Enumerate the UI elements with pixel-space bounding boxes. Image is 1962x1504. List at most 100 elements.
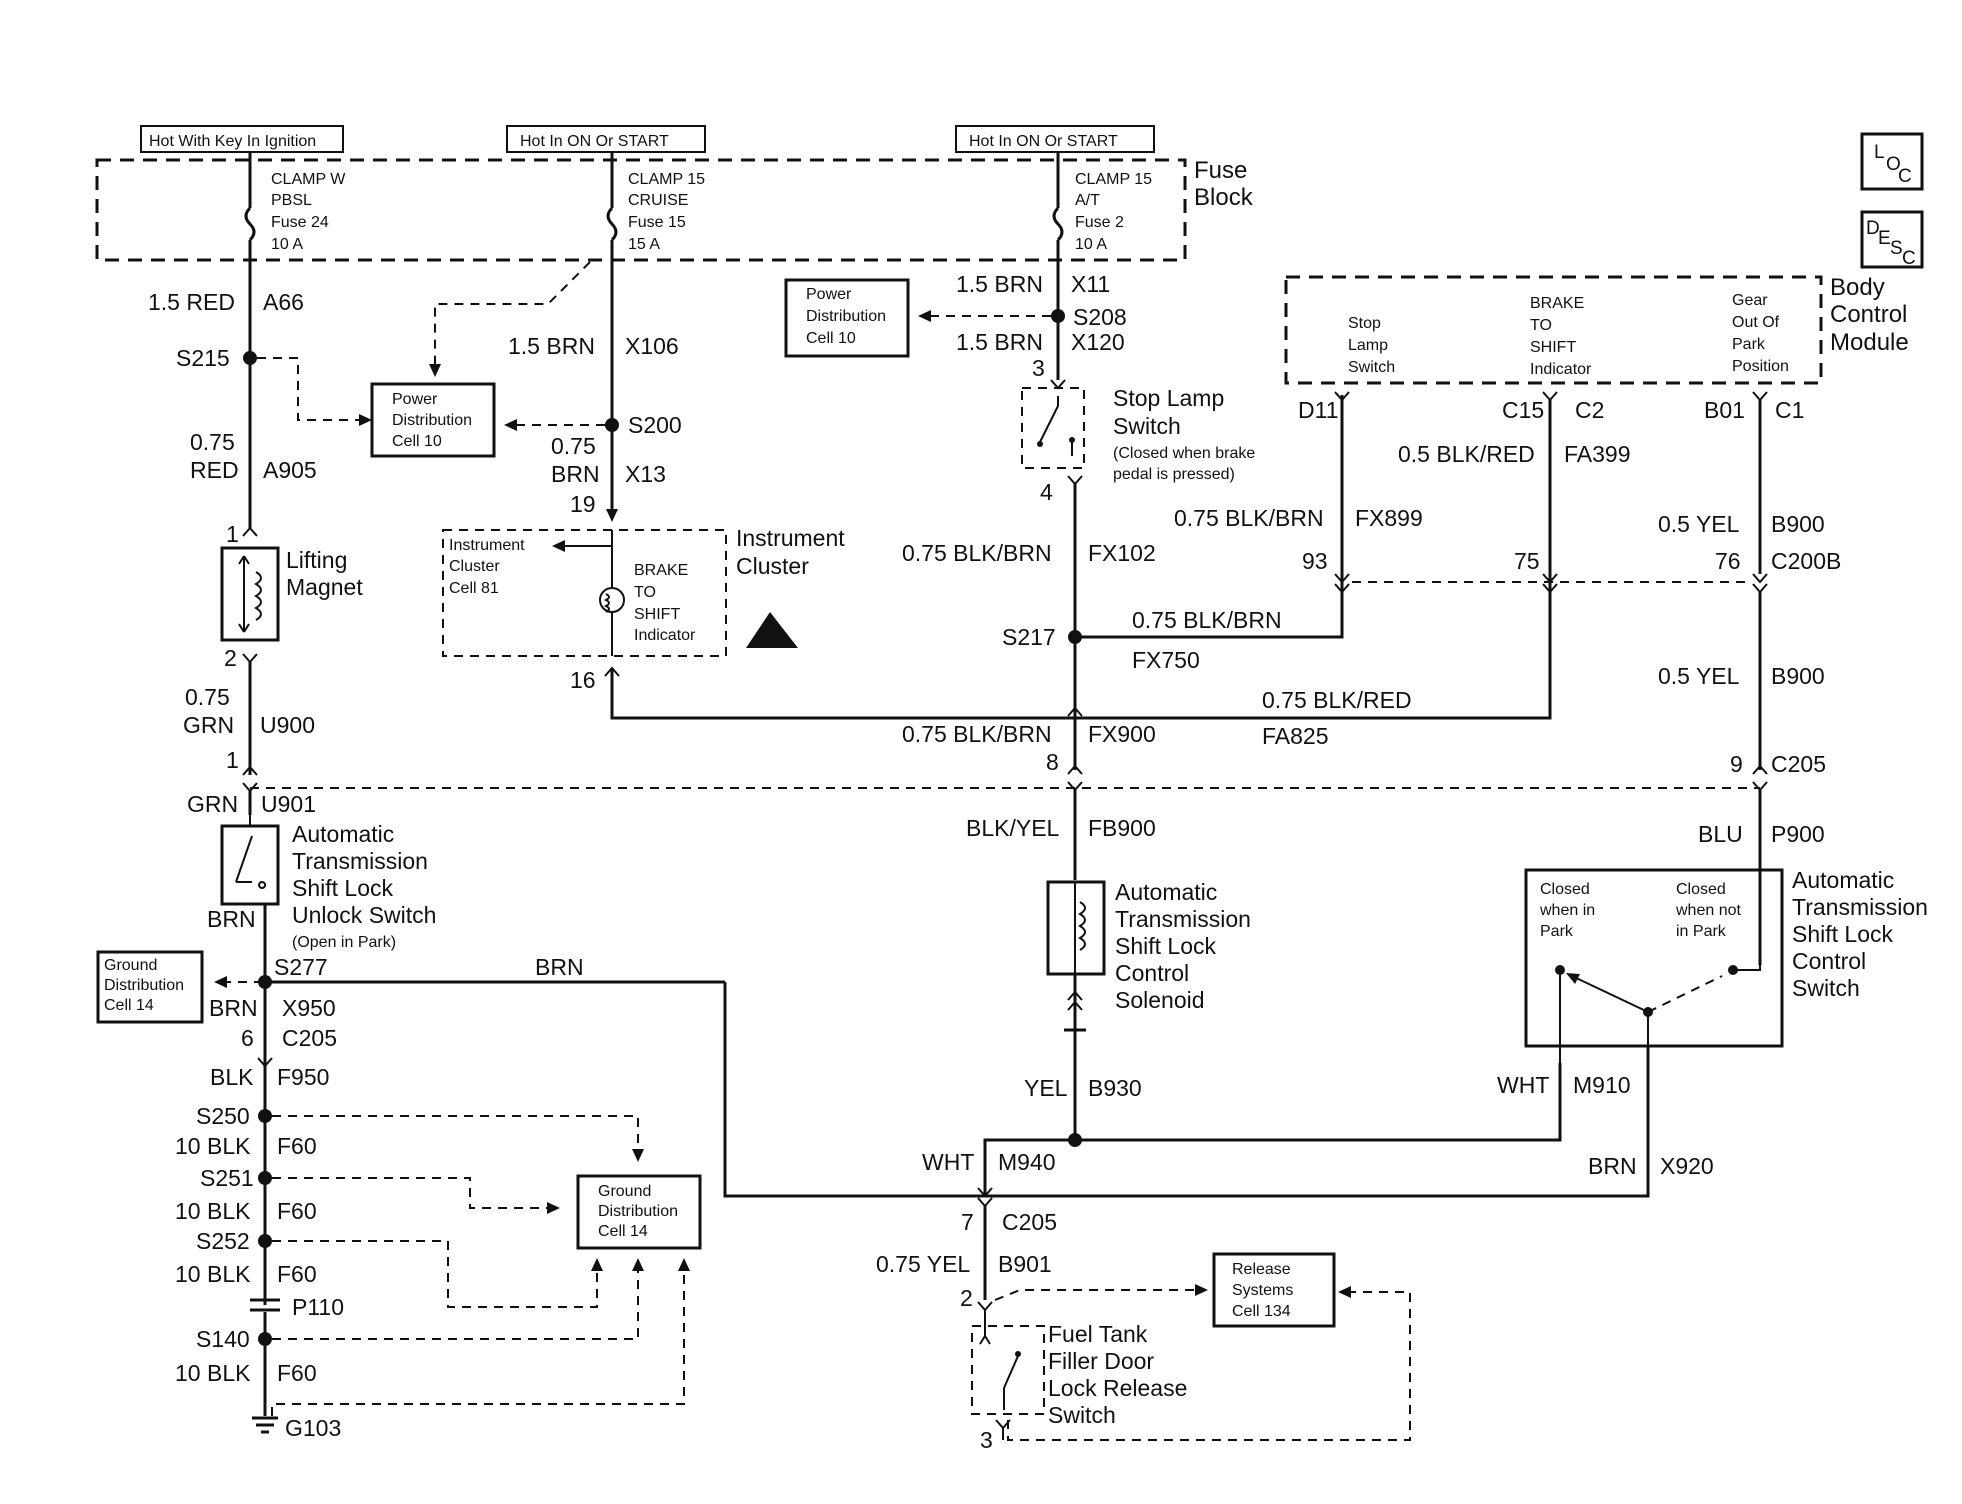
closed-park-1: Closed	[1540, 881, 1590, 898]
a66-circuit: A66	[263, 289, 304, 315]
lifting-magnet-pin-2: 2	[224, 645, 237, 671]
fuse-2-clamp: CLAMP 15	[1075, 171, 1152, 188]
solenoid-label-5: Solenoid	[1115, 987, 1205, 1013]
x106-color: 1.5 BRN	[508, 333, 595, 359]
power-dist-box-1[interactable]: Power Distribution Cell 10	[370, 382, 496, 458]
svg-text:Ground: Ground	[598, 1183, 651, 1200]
m910-color: WHT	[1497, 1072, 1549, 1098]
brake-indicator-4: Indicator	[634, 627, 696, 644]
a66-wire-color: 1.5 RED	[148, 289, 235, 315]
m940-color: WHT	[922, 1149, 974, 1175]
b900-color-2: 0.5 YEL	[1658, 663, 1740, 689]
bcm-pin-c2: C2	[1575, 397, 1604, 423]
bcm-in-gear-3: Park	[1732, 336, 1766, 353]
lifting-magnet-label-1: Lifting	[286, 547, 347, 573]
bcm-pin-c1: C1	[1775, 397, 1804, 423]
bcm-wires: 0.75 BLK/BRN FX899 93 0.5 BLK/RED FA399 …	[1174, 400, 1841, 965]
svg-text:Systems: Systems	[1232, 1282, 1293, 1299]
fuel-door-switch-outline	[971, 1325, 1045, 1415]
c205-bottom-label: C205	[1002, 1209, 1057, 1235]
release-systems-box[interactable]: Release Systems Cell 134	[1212, 1252, 1336, 1328]
fuse-2-name: Fuse 2	[1075, 214, 1124, 231]
fuse-15-rating: 15 A	[628, 236, 660, 253]
splice-s251	[258, 1171, 272, 1185]
a905-color: RED	[190, 457, 239, 483]
instrument-cell-3: Cell 81	[449, 580, 499, 597]
x106-circuit: X106	[625, 333, 679, 359]
x920-color: BRN	[1588, 1153, 1637, 1179]
svg-text:Distribution: Distribution	[598, 1203, 678, 1220]
p900-circuit: P900	[1771, 821, 1825, 847]
svg-text:C: C	[1898, 166, 1912, 187]
ground-dist-box-1[interactable]: Ground Distribution Cell 14	[96, 950, 204, 1024]
control-switch-label-4: Control	[1792, 948, 1866, 974]
brake-indicator-1: BRAKE	[634, 562, 688, 579]
c205-left-label: C205	[282, 1025, 337, 1051]
solenoid-label-3: Shift Lock	[1115, 933, 1216, 959]
stop-lamp-note-2: pedal is pressed)	[1113, 466, 1235, 483]
stop-lamp-circuit: 1.5 BRN X11 S208 1.5 BRN X120 3 Stop Lam…	[902, 240, 1412, 1147]
u900-size: 0.75	[185, 684, 230, 710]
fuse-block-label-2: Block	[1194, 184, 1254, 211]
bcm-in-brake-3: SHIFT	[1530, 339, 1576, 356]
svg-text:Power: Power	[392, 391, 438, 408]
header-on-start-2: Hot In ON Or START	[969, 133, 1118, 150]
fb900-color: BLK/YEL	[966, 815, 1060, 841]
brake-indicator-3: SHIFT	[634, 606, 680, 623]
svg-text:Ground: Ground	[104, 957, 157, 974]
bcm-in-stop-1: Stop	[1348, 315, 1381, 332]
fa399-color: 0.5 BLK/RED	[1398, 441, 1535, 467]
fuse-24-clamp: CLAMP W	[271, 171, 346, 188]
ground-dist-box-2[interactable]: Ground Distribution Cell 14	[576, 1174, 702, 1250]
stop-lamp-switch-outline	[1021, 387, 1085, 469]
b901-circuit: B901	[998, 1251, 1052, 1277]
svg-text:S: S	[1890, 238, 1903, 259]
splice-s250	[258, 1109, 272, 1123]
p110-connector-icon	[250, 1298, 280, 1312]
fx899-color: 0.75 BLK/BRN	[1174, 505, 1324, 531]
x120-color: 1.5 BRN	[956, 329, 1043, 355]
g103-label: G103	[285, 1415, 341, 1441]
x950-color: BRN	[209, 995, 258, 1021]
f60-circuit-4: F60	[277, 1360, 317, 1386]
f60-circuit-1: F60	[277, 1133, 317, 1159]
unlock-switch-label-4: Unlock Switch	[292, 902, 436, 928]
fuel-door-switch-icon	[1003, 1355, 1019, 1410]
switch-contact-icon	[235, 815, 267, 889]
fuel-door-switch: Fuel Tank Filler Door Lock Release Switc…	[971, 1284, 1411, 1453]
fuel-door-pin-3: 3	[980, 1427, 993, 1453]
control-switch-label-5: Switch	[1792, 975, 1860, 1001]
fuse-2-icon	[1052, 206, 1064, 242]
stop-lamp-label-1: Stop Lamp	[1113, 385, 1224, 411]
f60-circuit-2: F60	[277, 1198, 317, 1224]
loc-icon[interactable]: L O C	[1860, 132, 1924, 191]
stop-lamp-label-2: Switch	[1113, 413, 1181, 439]
svg-text:Cell 14: Cell 14	[104, 997, 154, 1014]
header-box-ignition	[140, 125, 344, 153]
desc-icon[interactable]: D E S C	[1860, 210, 1924, 269]
bcm-in-brake-4: Indicator	[1530, 361, 1592, 378]
c205-pin-8: 8	[1046, 749, 1059, 775]
fuse-block-label-1: Fuse	[1194, 157, 1247, 184]
f950-color: BLK	[210, 1064, 254, 1090]
b930-circuit: B930	[1088, 1075, 1142, 1101]
s277-label: S277	[274, 954, 328, 980]
bcm-in-stop-2: Lamp	[1348, 337, 1388, 354]
closed-park-2: when in	[1539, 902, 1595, 919]
b900-circuit-1: B900	[1771, 511, 1825, 537]
svg-text:E: E	[1878, 228, 1891, 249]
x13-color: BRN	[551, 461, 600, 487]
svg-text:Cell 10: Cell 10	[392, 433, 442, 450]
fuse-15-icon	[606, 206, 618, 242]
s252-label: S252	[196, 1228, 250, 1254]
svg-text:D: D	[1866, 218, 1880, 239]
power-dist-box-2[interactable]: Power Distribution Cell 10	[784, 278, 910, 358]
instrument-cluster-label-1: Instrument	[736, 525, 845, 551]
stop-lamp-pin-3: 3	[1032, 355, 1045, 381]
lifting-magnet-pin-1: 1	[226, 521, 239, 547]
svg-text:Release: Release	[1232, 1261, 1291, 1278]
svg-text:Distribution: Distribution	[392, 412, 472, 429]
b901-color: 0.75 YEL	[876, 1251, 970, 1277]
fuse-block-outline	[95, 158, 1187, 262]
